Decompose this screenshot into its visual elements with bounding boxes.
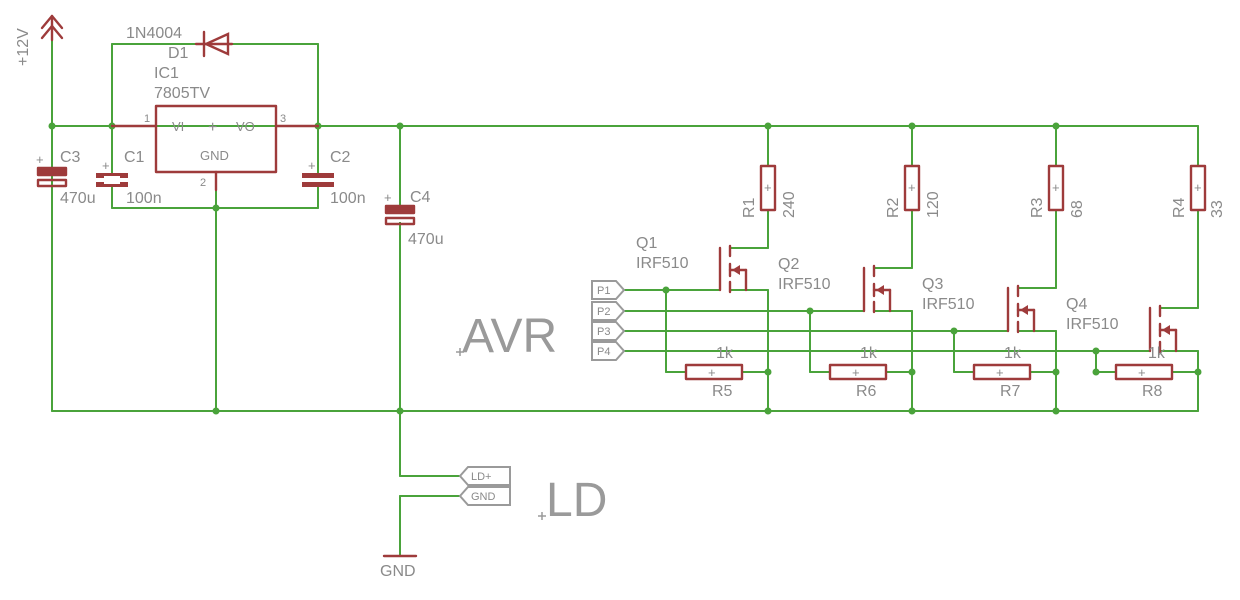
capacitor-c1: + C1 100n [96, 149, 162, 207]
junctions [48, 122, 1202, 415]
c2-name: C2 [330, 149, 351, 166]
r6-value: 1k [860, 345, 878, 362]
avr-pin-p4: P4 [597, 346, 610, 358]
diode-value: 1N4004 [126, 25, 182, 42]
ic-name: IC1 [154, 65, 179, 82]
resistor-r2: + R2 120 [885, 164, 942, 218]
c3-name: C3 [60, 149, 81, 166]
ic-pin2-number: 2 [200, 177, 206, 189]
r5-plus: + [708, 365, 716, 380]
mosfet-q4: Q4 IRF510 [1066, 296, 1178, 354]
r2-value: 120 [925, 191, 942, 218]
avr-pin-p2: P2 [597, 306, 610, 318]
q1-value: IRF510 [636, 255, 689, 272]
q3-value: IRF510 [922, 296, 975, 313]
c2-value: 100n [330, 190, 366, 207]
ic-pin-gnd: GND [200, 148, 229, 163]
capacitor-c2: + C2 100n [302, 149, 366, 207]
ic-pin-vo: VO [236, 119, 255, 134]
c1-value: 100n [126, 190, 162, 207]
ic-value: 7805TV [154, 85, 210, 102]
ground-label: GND [380, 563, 416, 580]
c4-value: 470u [408, 231, 444, 248]
r8-value: 1k [1148, 345, 1166, 362]
supply-label: +12V [15, 28, 32, 66]
c3-polarity: + [36, 152, 44, 167]
r5-name: R5 [712, 383, 733, 400]
diode-name: D1 [168, 45, 189, 62]
ic-pin1-number: 1 [144, 113, 150, 125]
diode-d1: 1N4004 D1 [126, 25, 234, 62]
r3-plus: + [1052, 180, 1060, 195]
mosfet-q1: Q1 IRF510 [636, 235, 748, 294]
r7-name: R7 [1000, 383, 1021, 400]
capacitor-c3: + C3 470u [36, 149, 96, 207]
regulator-ic1: VI VO GND + 1 3 2 IC1 7805TV [110, 65, 320, 192]
r6-plus: + [852, 365, 860, 380]
resistor-r4: + R4 33 [1171, 164, 1226, 218]
c1-name: C1 [124, 149, 145, 166]
q2-value: IRF510 [778, 276, 831, 293]
r3-name: R3 [1029, 197, 1046, 218]
c4-name: C4 [410, 189, 431, 206]
avr-pin-p3: P3 [597, 326, 610, 338]
supply-12v-symbol: +12V [15, 14, 64, 66]
ic-pin3-number: 3 [280, 113, 286, 125]
q2-name: Q2 [778, 256, 799, 273]
ld-label: LD [546, 474, 607, 527]
r8-plus: + [1138, 365, 1146, 380]
avr-pin-p1: P1 [597, 285, 610, 297]
r8-name: R8 [1142, 383, 1163, 400]
resistor-r1: + R1 240 [741, 164, 798, 218]
resistor-r3: + R3 68 [1029, 164, 1086, 218]
mosfet-q3: Q3 IRF510 [922, 276, 1036, 334]
c1-polarity: + [102, 158, 110, 173]
r3-value: 68 [1069, 200, 1086, 218]
avr-label: AVR [462, 310, 557, 363]
capacitor-c4: + C4 470u [384, 189, 444, 248]
r1-value: 240 [781, 191, 798, 218]
r2-plus: + [908, 180, 916, 195]
resistor-r8: + 1k R8 [1114, 345, 1174, 400]
wires [51, 39, 1199, 557]
r4-plus: + [1194, 180, 1202, 195]
resistor-r7: + 1k R7 [972, 345, 1032, 400]
q3-name: Q3 [922, 276, 943, 293]
ld-connector: LD+ GND LD [458, 466, 607, 527]
ld-pin-plus: LD+ [471, 471, 492, 483]
r7-value: 1k [1004, 345, 1022, 362]
r4-name: R4 [1171, 197, 1188, 218]
c2-polarity: + [308, 158, 316, 173]
q4-value: IRF510 [1066, 316, 1119, 333]
ic-origin-plus: + [208, 119, 217, 136]
mosfet-q2: Q2 IRF510 [778, 256, 892, 314]
r5-value: 1k [716, 345, 734, 362]
avr-connector: P1 P2 P3 P4 AVR [456, 280, 626, 363]
q1-name: Q1 [636, 235, 657, 252]
ic-pin-vi: VI [172, 119, 184, 134]
r4-value: 33 [1209, 200, 1226, 218]
c4-polarity: + [384, 190, 392, 205]
r6-name: R6 [856, 383, 877, 400]
ground-symbol: GND [380, 554, 418, 580]
r1-plus: + [764, 180, 772, 195]
r1-name: R1 [741, 197, 758, 218]
q4-name: Q4 [1066, 296, 1087, 313]
r7-plus: + [996, 365, 1004, 380]
resistor-r5: + 1k R5 [684, 345, 744, 400]
r2-name: R2 [885, 197, 902, 218]
c3-value: 470u [60, 190, 96, 207]
resistor-r6: + 1k R6 [828, 345, 888, 400]
ld-pin-gnd: GND [471, 491, 496, 503]
